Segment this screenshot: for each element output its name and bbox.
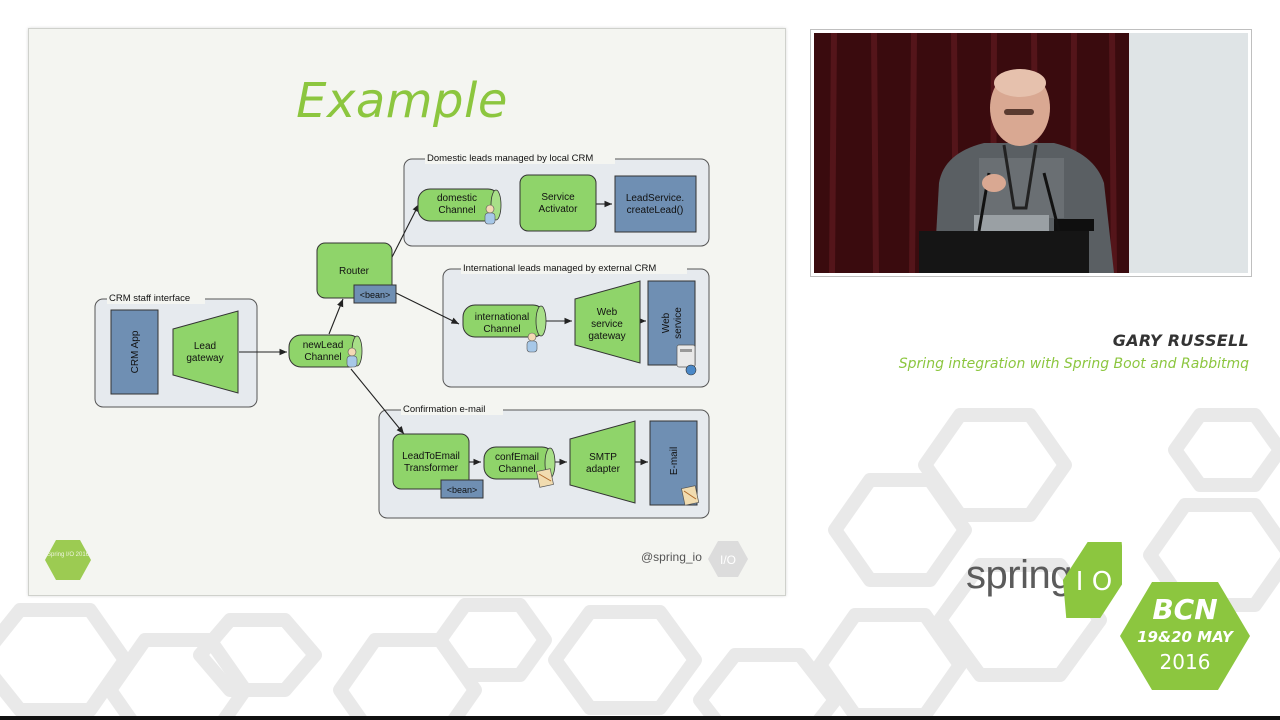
speaker-video-feed xyxy=(810,29,1252,277)
node-lead-service xyxy=(614,175,697,233)
brand-io-logo: I O xyxy=(1062,542,1122,618)
node-smtp-adapter-label-2: adapter xyxy=(586,464,621,475)
group-label-international: International leads managed by external … xyxy=(463,263,656,274)
node-web-service-label-1: Web xyxy=(661,312,672,333)
node-confemail-channel-label-1: confEmail xyxy=(495,452,539,463)
person-icon xyxy=(484,204,496,225)
node-email-label: E-mail xyxy=(669,447,680,475)
conference-city: BCN xyxy=(1152,593,1218,626)
node-international-channel-label-2: Channel xyxy=(483,324,520,335)
node-web-service-gateway-label-1: Web xyxy=(597,307,618,318)
node-web-service-gateway xyxy=(574,280,641,364)
slide-logo-left-text: Spring I/O 2016 xyxy=(46,552,90,558)
node-domestic-channel-label-2: Channel xyxy=(438,205,475,216)
speaker-video-image xyxy=(814,33,1248,273)
node-crm-app xyxy=(110,309,159,395)
node-transformer-bean-label: <bean> xyxy=(447,485,478,495)
node-service-activator-label-1: Service xyxy=(541,192,575,203)
node-newlead-channel-label-2: Channel xyxy=(304,352,341,363)
envelope-icon xyxy=(681,485,700,506)
person-icon xyxy=(526,332,538,353)
envelope-icon xyxy=(536,468,554,488)
node-web-service-gateway-label-2: service xyxy=(591,319,623,330)
node-service-activator-label-2: Activator xyxy=(539,204,579,215)
node-confemail-channel-label-2: Channel xyxy=(498,464,535,475)
server-icon xyxy=(676,344,697,376)
twitter-handle: @spring_io xyxy=(641,550,702,564)
node-crm-app-label: CRM App xyxy=(130,330,141,373)
group-label-crm: CRM staff interface xyxy=(109,293,190,304)
brand-spring-wordmark: spring xyxy=(966,553,1072,597)
node-leadtoemail-transformer-label-2: Transformer xyxy=(404,463,459,474)
node-lead-service-label-2: createLead() xyxy=(627,205,684,216)
integration-flow-diagram: CRM staff interface Domestic leads manag… xyxy=(94,152,710,519)
node-smtp-adapter-label-1: SMTP xyxy=(589,452,617,463)
group-label-confirm: Confirmation e-mail xyxy=(403,404,485,415)
conference-dates: 19&20 MAY xyxy=(1137,628,1233,646)
node-service-activator xyxy=(519,174,597,232)
talk-title: Spring integration with Spring Boot and … xyxy=(898,356,1249,372)
node-leadtoemail-transformer-label-1: LeadToEmail xyxy=(402,451,460,462)
conference-year: 2016 xyxy=(1159,650,1211,674)
slide-title: Example xyxy=(296,73,508,129)
node-lead-gateway xyxy=(172,310,239,394)
node-router-label: Router xyxy=(339,266,370,277)
speaker-name: GARY RUSSELL xyxy=(1112,331,1249,350)
io-hex-logo: I/O xyxy=(708,541,748,577)
node-web-service-label-2: service xyxy=(673,307,684,339)
node-leadtoemail-transformer xyxy=(392,433,470,490)
group-label-domestic: Domestic leads managed by local CRM xyxy=(427,153,593,164)
bcn-hexagon-badge xyxy=(1120,582,1250,690)
node-domestic-channel-label-1: domestic xyxy=(437,193,477,204)
presentation-slide: Example CRM staff interface Domestic lea… xyxy=(28,28,786,596)
node-international-channel-label-1: international xyxy=(475,312,529,323)
node-lead-service-label-1: LeadService. xyxy=(626,193,684,204)
node-router-bean-label: <bean> xyxy=(360,290,391,300)
node-lead-gateway-label-1: Lead xyxy=(194,341,216,352)
node-lead-gateway-label-2: gateway xyxy=(186,353,223,364)
node-transformer-bean xyxy=(440,479,484,499)
node-newlead-channel-label-1: newLead xyxy=(303,340,344,351)
node-router-bean xyxy=(353,284,397,304)
io-hex-logo-text: I/O xyxy=(720,553,736,567)
video-frame xyxy=(814,33,1248,273)
spring-io-hex-logo xyxy=(45,540,91,580)
brand-io-text: I O xyxy=(1076,567,1112,597)
person-icon xyxy=(346,347,358,368)
node-web-service-gateway-label-3: gateway xyxy=(588,331,625,342)
bottom-bar xyxy=(0,716,1280,720)
node-smtp-adapter xyxy=(569,420,636,504)
